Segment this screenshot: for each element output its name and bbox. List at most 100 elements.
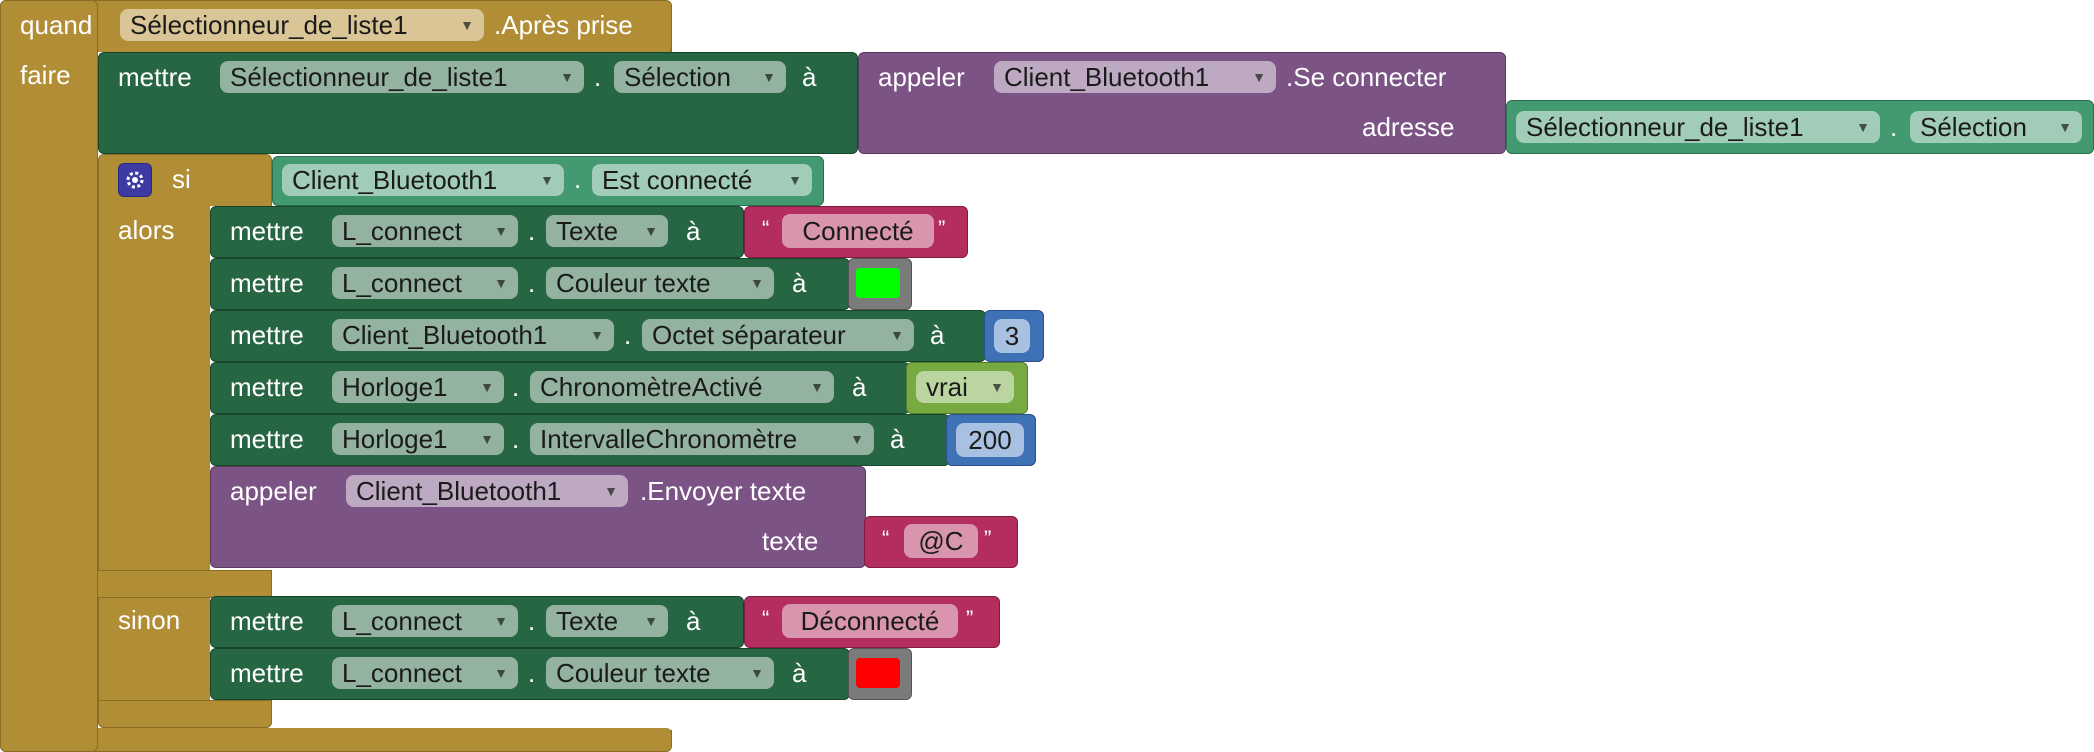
then-s1-to-label: à	[686, 216, 701, 246]
dropdown-arrow-icon: ▼	[494, 613, 508, 629]
then-s5-to-label: à	[890, 424, 905, 454]
then-s6-component-dropdown[interactable]: Client_Bluetooth1 ▼	[346, 475, 628, 507]
then-s2-component-dropdown[interactable]: L_connect ▼	[332, 267, 518, 299]
then-s5-component-text: Horloge1	[342, 424, 448, 454]
else-s1-component-text: L_connect	[342, 606, 462, 636]
address-dot: .	[1890, 112, 1898, 142]
then-s5-property-text: IntervalleChronomètre	[540, 424, 798, 454]
then-s3-component-dropdown[interactable]: Client_Bluetooth1 ▼	[332, 319, 614, 351]
dropdown-arrow-icon: ▼	[990, 379, 1004, 395]
else-s1-component-dropdown[interactable]: L_connect ▼	[332, 605, 518, 637]
dropdown-arrow-icon: ▼	[788, 172, 802, 188]
then-s1-text-field[interactable]: Connecté	[782, 214, 934, 248]
then-s3-property-text: Octet séparateur	[652, 320, 846, 350]
else-s2-property-text: Couleur texte	[556, 658, 711, 688]
then-s1-component-dropdown[interactable]: L_connect ▼	[332, 215, 518, 247]
then-s6-open-quote: “	[882, 526, 890, 551]
condition-property-dropdown[interactable]: Est connecté ▼	[592, 164, 812, 196]
else-s2-to-label: à	[792, 658, 807, 688]
then-s4-logic-dropdown[interactable]: vrai ▼	[916, 371, 1014, 403]
then-s1-component-text: L_connect	[342, 216, 462, 246]
then-s4-logic-text: vrai	[926, 372, 968, 402]
else-s1-set-label: mettre	[230, 606, 304, 636]
set-selection-property-dropdown[interactable]: Sélection ▼	[614, 61, 786, 93]
gear-icon[interactable]	[118, 163, 152, 197]
event-name-label: .Après prise	[494, 10, 633, 40]
dropdown-arrow-icon: ▼	[540, 172, 554, 188]
else-s2-set-label: mettre	[230, 658, 304, 688]
then-s6-text-field[interactable]: @C	[904, 524, 978, 558]
then-s6-param-label: texte	[762, 526, 819, 556]
call-connect-param-label: adresse	[1362, 112, 1455, 142]
condition-component-dropdown[interactable]: Client_Bluetooth1 ▼	[282, 164, 564, 196]
address-component-text: Sélectionneur_de_liste1	[1526, 112, 1804, 142]
dropdown-arrow-icon: ▼	[644, 223, 658, 239]
set-selection-to-label: à	[802, 62, 817, 92]
dropdown-arrow-icon: ▼	[480, 431, 494, 447]
dropdown-arrow-icon: ▼	[750, 275, 764, 291]
else-s1-property-text: Texte	[556, 606, 619, 636]
else-s2-property-dropdown[interactable]: Couleur texte ▼	[546, 657, 774, 689]
dropdown-arrow-icon: ▼	[494, 665, 508, 681]
event-left-arm	[0, 0, 98, 752]
dropdown-arrow-icon: ▼	[1252, 69, 1266, 85]
then-s2-set-label: mettre	[230, 268, 304, 298]
set-selection-dot: .	[594, 62, 602, 92]
address-component-dropdown[interactable]: Sélectionneur_de_liste1 ▼	[1516, 111, 1880, 143]
event-component-text: Sélectionneur_de_liste1	[130, 10, 408, 40]
then-s6-call-label: appeler	[230, 476, 317, 506]
dropdown-arrow-icon: ▼	[604, 483, 618, 499]
else-s1-close-quote: ”	[966, 606, 974, 631]
then-s4-component-dropdown[interactable]: Horloge1 ▼	[332, 371, 504, 403]
call-connect-component-dropdown[interactable]: Client_Bluetooth1 ▼	[994, 61, 1276, 93]
address-property-text: Sélection	[1920, 112, 2027, 142]
if-bottom-bar	[98, 700, 272, 728]
then-s1-property-dropdown[interactable]: Texte ▼	[546, 215, 668, 247]
dropdown-arrow-icon: ▼	[810, 379, 824, 395]
else-s2-component-dropdown[interactable]: L_connect ▼	[332, 657, 518, 689]
call-connect-component-text: Client_Bluetooth1	[1004, 62, 1210, 92]
event-bottom-bar	[0, 728, 672, 752]
dropdown-arrow-icon: ▼	[762, 69, 776, 85]
else-s1-text-field[interactable]: Déconnecté	[782, 604, 958, 638]
dropdown-arrow-icon: ▼	[590, 327, 604, 343]
dropdown-arrow-icon: ▼	[560, 69, 574, 85]
then-label: alors	[118, 215, 175, 245]
then-s2-color-swatch[interactable]	[856, 268, 900, 298]
then-s4-property-text: ChronomètreActivé	[540, 372, 763, 402]
else-s1-dot: .	[528, 606, 536, 636]
then-s2-dot: .	[528, 268, 536, 298]
else-label: sinon	[118, 605, 181, 635]
dropdown-arrow-icon: ▼	[494, 223, 508, 239]
dropdown-arrow-icon: ▼	[850, 431, 864, 447]
set-selection-set-label: mettre	[118, 62, 192, 92]
then-s4-set-label: mettre	[230, 372, 304, 402]
then-s3-property-dropdown[interactable]: Octet séparateur ▼	[642, 319, 914, 351]
if-gap-bar	[98, 570, 272, 598]
condition-property-text: Est connecté	[602, 165, 753, 195]
event-component-dropdown[interactable]: Sélectionneur_de_liste1 ▼	[120, 9, 484, 41]
dropdown-arrow-icon: ▼	[1856, 119, 1870, 135]
then-s3-number-field[interactable]: 3	[994, 319, 1030, 353]
then-s6-close-quote: ”	[984, 526, 992, 551]
set-selection-component-dropdown[interactable]: Sélectionneur_de_liste1 ▼	[220, 61, 584, 93]
then-s4-property-dropdown[interactable]: ChronomètreActivé ▼	[530, 371, 834, 403]
then-s5-number-field[interactable]: 200	[956, 423, 1024, 457]
then-s5-component-dropdown[interactable]: Horloge1 ▼	[332, 423, 504, 455]
then-s5-set-label: mettre	[230, 424, 304, 454]
address-property-dropdown[interactable]: Sélection ▼	[1910, 111, 2082, 143]
then-s1-dot: .	[528, 216, 536, 246]
then-s2-property-dropdown[interactable]: Couleur texte ▼	[546, 267, 774, 299]
then-s3-to-label: à	[930, 320, 945, 350]
then-s1-property-text: Texte	[556, 216, 619, 246]
then-s4-dot: .	[512, 372, 520, 402]
else-s1-open-quote: “	[762, 606, 770, 631]
then-s5-property-dropdown[interactable]: IntervalleChronomètre ▼	[530, 423, 874, 455]
else-s2-color-swatch[interactable]	[856, 658, 900, 688]
else-s1-property-dropdown[interactable]: Texte ▼	[546, 605, 668, 637]
then-s6-component-text: Client_Bluetooth1	[356, 476, 562, 506]
else-s2-dot: .	[528, 658, 536, 688]
then-s2-to-label: à	[792, 268, 807, 298]
condition-component-text: Client_Bluetooth1	[292, 165, 498, 195]
then-s2-property-text: Couleur texte	[556, 268, 711, 298]
